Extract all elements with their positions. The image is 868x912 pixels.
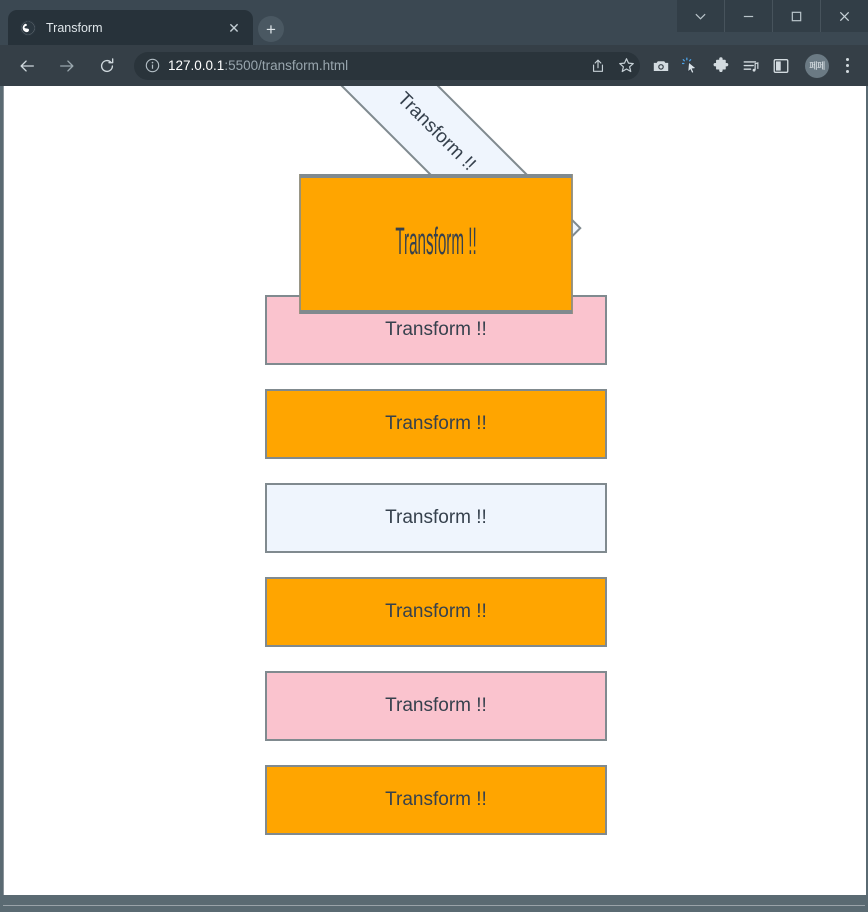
info-circle-icon[interactable] [142,56,162,76]
transform-box-plain-4: Transform !! [265,577,607,647]
menu-dot [845,58,849,61]
forward-button[interactable] [50,49,84,83]
box-label: Transform !! [385,695,487,716]
transform-box-plain-6: Transform !! [265,765,607,835]
globe-icon [20,19,36,36]
url-path: :5500/transform.html [224,58,349,73]
three-dot-menu-icon[interactable] [834,49,860,83]
transform-box-plain-3: Transform !! [265,483,607,553]
box-label: Transform !! [395,222,477,264]
viewport-bottom-border [3,905,865,906]
tab-close-icon[interactable]: ✕ [228,19,240,36]
media-list-icon[interactable] [736,49,766,83]
window-bottom-edge [0,906,868,912]
window-controls [677,0,868,32]
box-label: Transform !! [385,319,487,340]
box-label: Transform !! [385,601,487,622]
reload-button[interactable] [90,49,124,83]
box-label: Transform !! [385,789,487,810]
camera-icon[interactable] [646,49,676,83]
close-button[interactable] [820,0,868,32]
box-label: Transform !! [385,413,487,434]
tab-search-button[interactable] [677,0,724,32]
transform-box-plain-2: Transform !! [265,389,607,459]
url-host: 127.0.0.1 [168,58,225,73]
avatar[interactable]: 페페 [805,53,829,78]
extension-icons [646,49,796,83]
transform-box-scale: Transform !! [299,174,573,314]
minimize-button[interactable] [724,0,772,32]
puzzle-icon[interactable] [706,49,736,83]
bookmark-star-icon[interactable] [612,52,640,80]
box-label: Transform !! [392,88,480,176]
tab-title: Transform [46,20,103,35]
box-label: Transform !! [385,507,487,528]
back-button[interactable] [10,49,44,83]
menu-dot [845,70,849,73]
omnibox-actions [584,52,640,80]
url-text: 127.0.0.1:5500/transform.html [168,58,348,73]
browser-tab[interactable]: Transform ✕ [8,10,253,45]
browser-toolbar: 127.0.0.1:5500/transform.html [0,45,868,86]
cursor-click-icon[interactable] [676,49,706,83]
maximize-button[interactable] [772,0,820,32]
transform-demo-page: Transform !! Transform !! Transform !! T… [4,86,866,895]
title-bar: Transform ✕ + [0,0,868,45]
page-viewport: Transform !! Transform !! Transform !! T… [3,86,866,895]
transform-box-plain-5: Transform !! [265,671,607,741]
new-tab-button[interactable]: + [258,16,284,42]
share-icon[interactable] [584,52,612,80]
address-bar[interactable]: 127.0.0.1:5500/transform.html [134,51,640,80]
menu-dot [845,64,849,67]
split-panel-icon[interactable] [766,49,796,83]
